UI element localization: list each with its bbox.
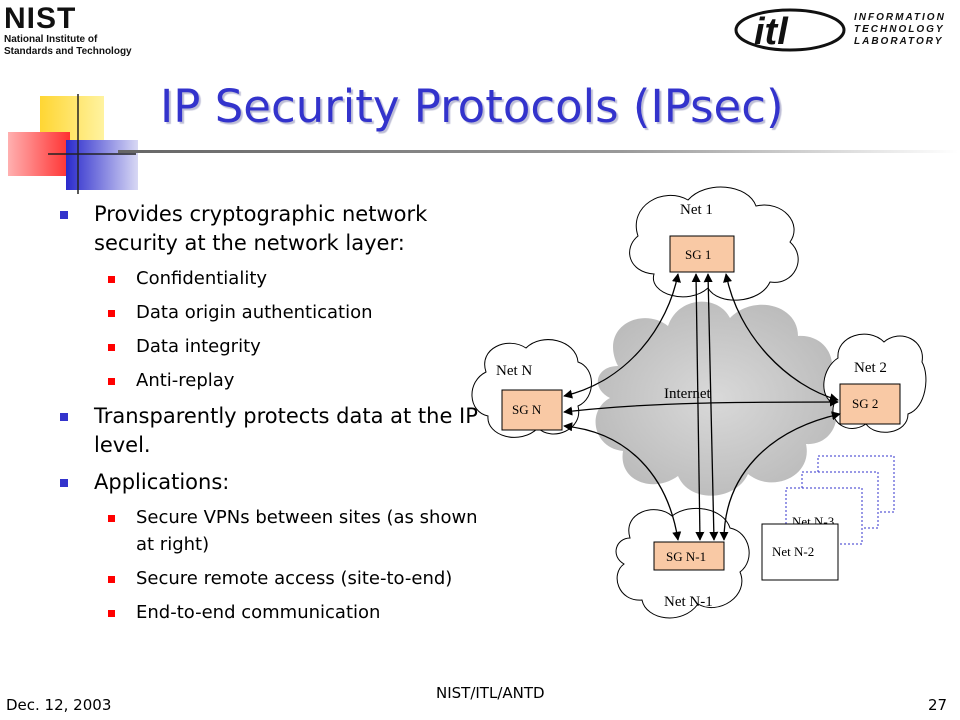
itl-logo-line2: TECHNOLOGY bbox=[854, 24, 945, 35]
itl-logo: itl INFORMATION TECHNOLOGY LABORATORY bbox=[732, 6, 956, 54]
tunnel-sgn-sgn1 bbox=[563, 422, 682, 541]
sg-2-label: SG 2 bbox=[852, 396, 878, 411]
itl-logo-letters: itl bbox=[754, 11, 789, 53]
sg-n-box bbox=[501, 389, 563, 431]
footer-organization: NIST/ITL/ANTD bbox=[436, 684, 545, 702]
net-n-label: Net N bbox=[496, 363, 532, 379]
internet-label: Internet bbox=[664, 386, 711, 402]
nist-logo-line2: Standards and Technology bbox=[4, 46, 132, 57]
net-n-minus-1-cloud: SG N-1 Net N-1 bbox=[615, 507, 750, 619]
sg-n-minus-1-label: SG N-1 bbox=[666, 549, 706, 564]
net-1-cloud: Net 1 SG 1 bbox=[629, 186, 799, 301]
sub-bullet-item: Data integrity bbox=[94, 333, 478, 360]
net-n-cloud: Net N SG N bbox=[471, 339, 592, 438]
tunnel-sg2-sgn1 bbox=[719, 411, 841, 541]
sg-2-box bbox=[839, 383, 901, 425]
sg-n-label: SG N bbox=[512, 402, 542, 417]
slide-title: IP Security Protocols (IPsec) bbox=[160, 80, 784, 133]
nist-logo-line1: National Institute of bbox=[4, 34, 98, 45]
sg-1-label: SG 1 bbox=[685, 247, 711, 262]
sub-bullet-item: End-to-end communication bbox=[94, 599, 478, 626]
slide-number: 27 bbox=[928, 696, 948, 714]
tunnel-sgn-sg2 bbox=[563, 397, 839, 416]
sub-bullet-item: Secure VPNs between sites (as shown at r… bbox=[94, 504, 478, 558]
ipsec-network-diagram: Internet Net 1 SG 1 Net N SG N Net 2 SG … bbox=[471, 186, 927, 619]
sub-bullet-item: Data origin authentication bbox=[94, 299, 478, 326]
nist-logo-word: NIST bbox=[4, 2, 77, 35]
sub-bullet-item: Anti-replay bbox=[94, 367, 478, 394]
itl-logo-line1: INFORMATION bbox=[854, 12, 946, 23]
net-n-2-label: Net N-2 bbox=[772, 544, 814, 559]
footer-date: Dec. 12, 2003 bbox=[6, 696, 112, 714]
sg-1-box bbox=[669, 235, 735, 273]
net-n-minus-1-label: Net N-1 bbox=[664, 594, 713, 610]
bullet-list: Provides cryptographic network security … bbox=[58, 200, 478, 634]
itl-logo-line3: LABORATORY bbox=[854, 36, 944, 47]
sub-bullet-item: Secure remote access (site-to-end) bbox=[94, 565, 478, 592]
net-2-cloud: Net 2 SG 2 bbox=[823, 333, 927, 433]
sub-bullet-item: Confidentiality bbox=[94, 265, 478, 292]
bullet-item: Applications: Secure VPNs between sites … bbox=[58, 468, 478, 626]
net-2-label: Net 2 bbox=[854, 360, 887, 376]
bullet-item: Provides cryptographic network security … bbox=[58, 200, 478, 394]
tunnel-sg1-sg2 bbox=[723, 273, 839, 403]
tunnel-sg1-sgn bbox=[563, 273, 681, 399]
internet-cloud: Internet bbox=[595, 301, 837, 496]
nist-logo: NIST National Institute of Standards and… bbox=[4, 4, 154, 64]
net-1-label: Net 1 bbox=[680, 202, 713, 218]
bullet-item: Transparently protects data at the IP le… bbox=[58, 402, 478, 460]
title-underline bbox=[118, 150, 958, 153]
title-decoration bbox=[8, 94, 138, 194]
itl-logo-mark: itl bbox=[734, 8, 846, 53]
ipsec-tunnels bbox=[563, 273, 841, 541]
sg-n-minus-1-box bbox=[653, 541, 725, 571]
